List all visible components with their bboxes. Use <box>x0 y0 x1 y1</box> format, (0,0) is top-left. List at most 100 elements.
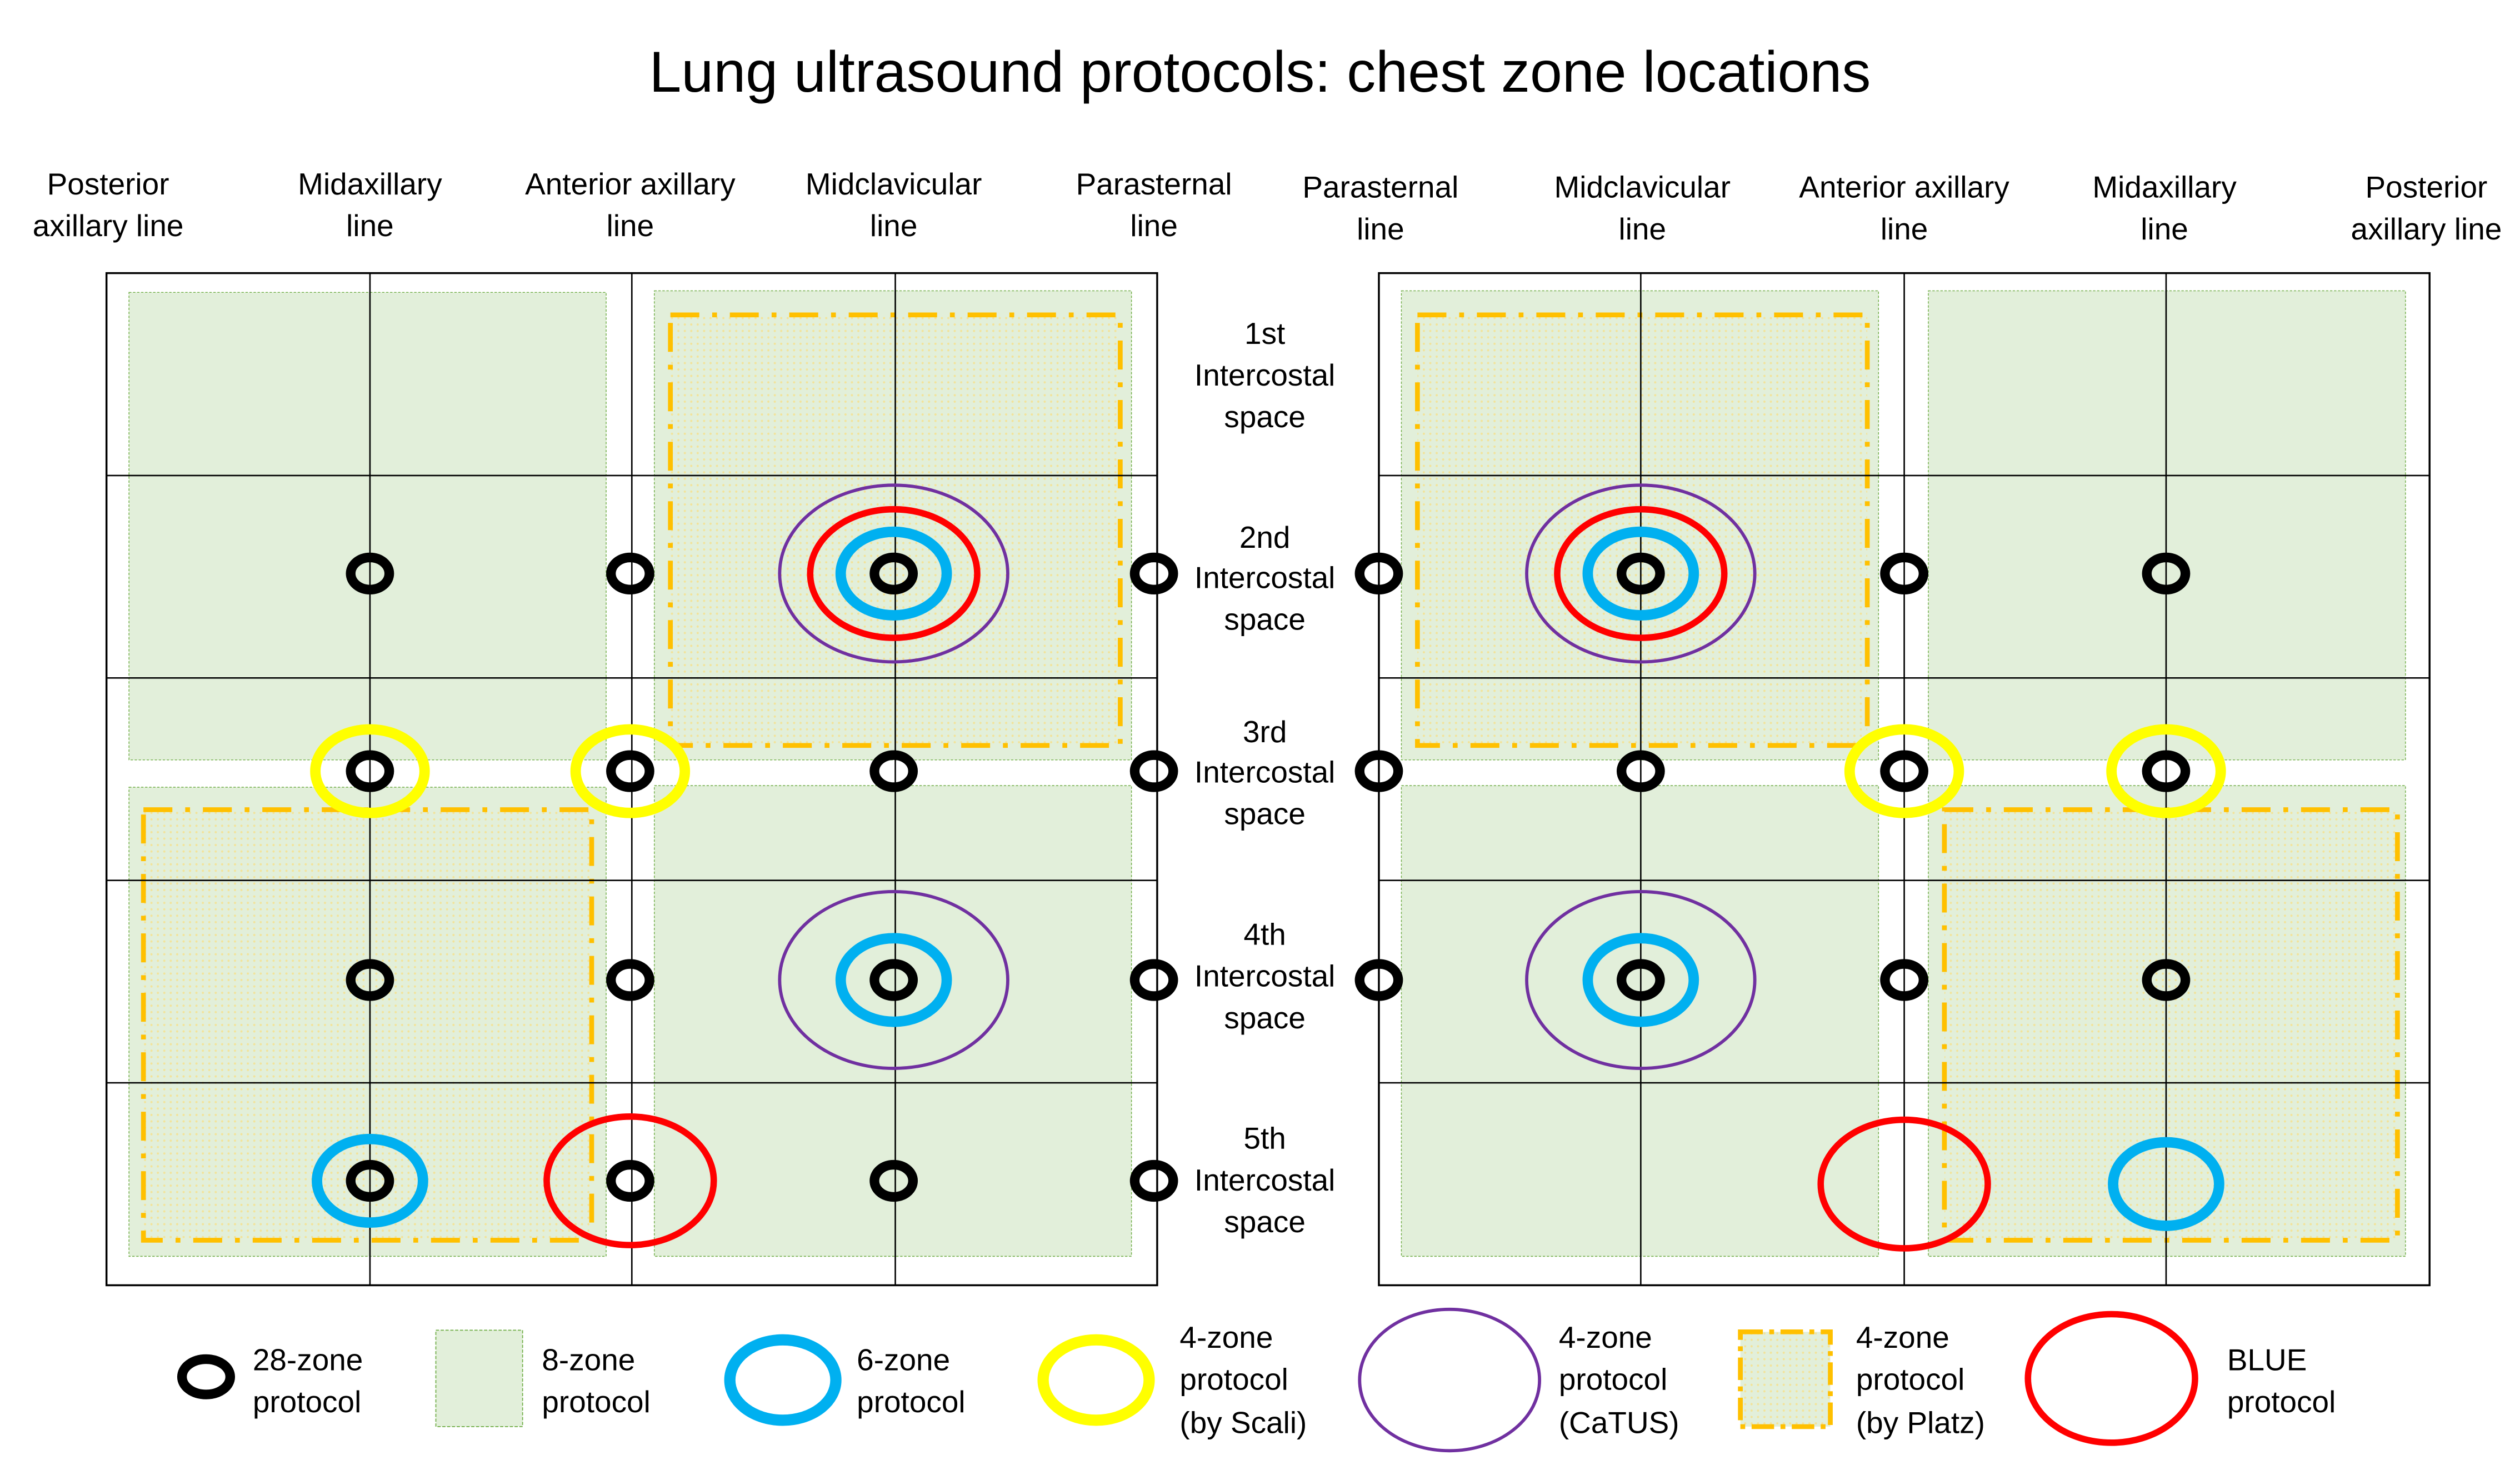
zone28-marker-midclavicular-4th <box>1616 959 1665 1001</box>
zone8-swatch-icon <box>435 1329 523 1427</box>
col-label: Anterior axillary <box>525 167 736 201</box>
zone28-swatch-icon <box>177 1354 236 1399</box>
zone28-marker-midclavicular-2nd <box>869 552 918 594</box>
zone28-marker-anterior-axillary-3rd <box>606 750 654 792</box>
row-label: Intercostal <box>1194 959 1335 993</box>
zone28-marker-parasternal-3rd <box>1129 750 1178 792</box>
zone6-swatch-icon <box>724 1334 842 1426</box>
zone28-marker-midaxillary-3rd <box>2142 750 2191 792</box>
col-label: Midclavicular <box>806 167 982 201</box>
row-label: space <box>1224 1204 1306 1239</box>
scali-swatch-icon <box>1037 1334 1155 1426</box>
zone28-marker-midclavicular-2nd <box>1616 552 1665 594</box>
zone6-marker-midaxillary-5th <box>2108 1137 2224 1231</box>
row-label: space <box>1224 796 1306 831</box>
zone28-marker-parasternal-3rd <box>1354 750 1403 792</box>
legend-label: protocol <box>857 1384 965 1419</box>
col-label: Parasternal <box>1076 167 1232 201</box>
legend-label: protocol <box>542 1384 650 1419</box>
legend-label: protocol <box>1559 1362 1667 1396</box>
zone8-region <box>128 292 607 761</box>
zone28-marker-midaxillary-5th <box>346 1159 394 1202</box>
row-label: Intercostal <box>1194 560 1335 594</box>
col-label: Parasternal <box>1302 170 1458 204</box>
legend-item-platz: 4-zone protocol (by Platz) <box>1738 1320 1985 1439</box>
zone28-marker-parasternal-4th <box>1354 959 1403 1001</box>
zone28-marker-anterior-axillary-3rd <box>1880 750 1928 792</box>
zone28-marker-midaxillary-4th <box>346 959 394 1001</box>
right-chest-panel <box>1354 272 2431 1287</box>
row-label: space <box>1224 1001 1306 1035</box>
legend-label: protocol <box>1856 1362 1964 1396</box>
zone28-marker-midaxillary-2nd <box>2142 552 2191 594</box>
col-label: Midclavicular <box>1554 170 1731 204</box>
col-label: line <box>1881 212 1928 246</box>
right-markers <box>1354 483 2226 1252</box>
col-label: line <box>2141 212 2188 246</box>
col-label: line <box>1130 208 1178 243</box>
legend-label: 4-zone <box>1179 1320 1273 1354</box>
row-label: 1st <box>1244 316 1285 351</box>
zone28-marker-anterior-axillary-2nd <box>1880 552 1928 594</box>
platz-region <box>141 807 594 1243</box>
row-label: space <box>1224 399 1306 434</box>
zone28-marker-midclavicular-4th <box>869 959 918 1001</box>
grid-lines <box>1378 273 2430 1286</box>
legend-label: 4-zone <box>1856 1320 1949 1354</box>
legend-label: (by Platz) <box>1856 1405 1985 1439</box>
right-column-labels: Parasternal line Midclavicular line Anteri… <box>1302 170 2502 246</box>
col-label: axillary line <box>2351 212 2502 246</box>
blue-marker-midclavicular-2nd <box>1554 506 1728 641</box>
legend-label: protocol <box>2227 1384 2336 1419</box>
row-label: 5th <box>1243 1121 1286 1156</box>
col-label: line <box>870 208 918 243</box>
legend-label: (CaTUS) <box>1559 1405 1679 1439</box>
legend-label: 28-zone <box>253 1343 363 1377</box>
zone28-marker-midclavicular-3rd <box>869 750 918 792</box>
col-label: line <box>346 208 394 243</box>
zone28-marker-parasternal-2nd <box>1354 552 1403 594</box>
zone28-marker-anterior-axillary-2nd <box>606 552 654 594</box>
scali-marker-anterior-axillary-3rd <box>1844 724 1964 818</box>
zone6-marker-midclavicular-4th <box>1582 933 1699 1027</box>
row-label: 3rd <box>1243 714 1287 749</box>
left-markers <box>310 483 1178 1248</box>
legend-label: protocol <box>253 1384 361 1419</box>
blue-marker-midclavicular-2nd <box>807 506 981 641</box>
left-chest-panel <box>105 272 1178 1287</box>
catus-swatch-icon <box>1358 1307 1542 1453</box>
zone28-marker-anterior-axillary-4th <box>1880 959 1928 1001</box>
col-label: Posterior <box>2366 170 2488 204</box>
zone28-marker-midclavicular-3rd <box>1616 750 1665 792</box>
zone28-marker-midaxillary-3rd <box>346 750 394 792</box>
col-label: line <box>1357 212 1404 246</box>
legend-label: (by Scali) <box>1179 1405 1307 1439</box>
zone8-region <box>1928 290 2406 761</box>
col-label: axillary line <box>33 208 184 243</box>
row-label: Intercostal <box>1194 754 1335 789</box>
catus-marker-midclavicular-2nd <box>778 483 1009 664</box>
col-label: Anterior axillary <box>1799 170 2009 204</box>
platz-region <box>1942 807 2400 1243</box>
zone6-marker-midclavicular-2nd <box>1582 526 1699 621</box>
